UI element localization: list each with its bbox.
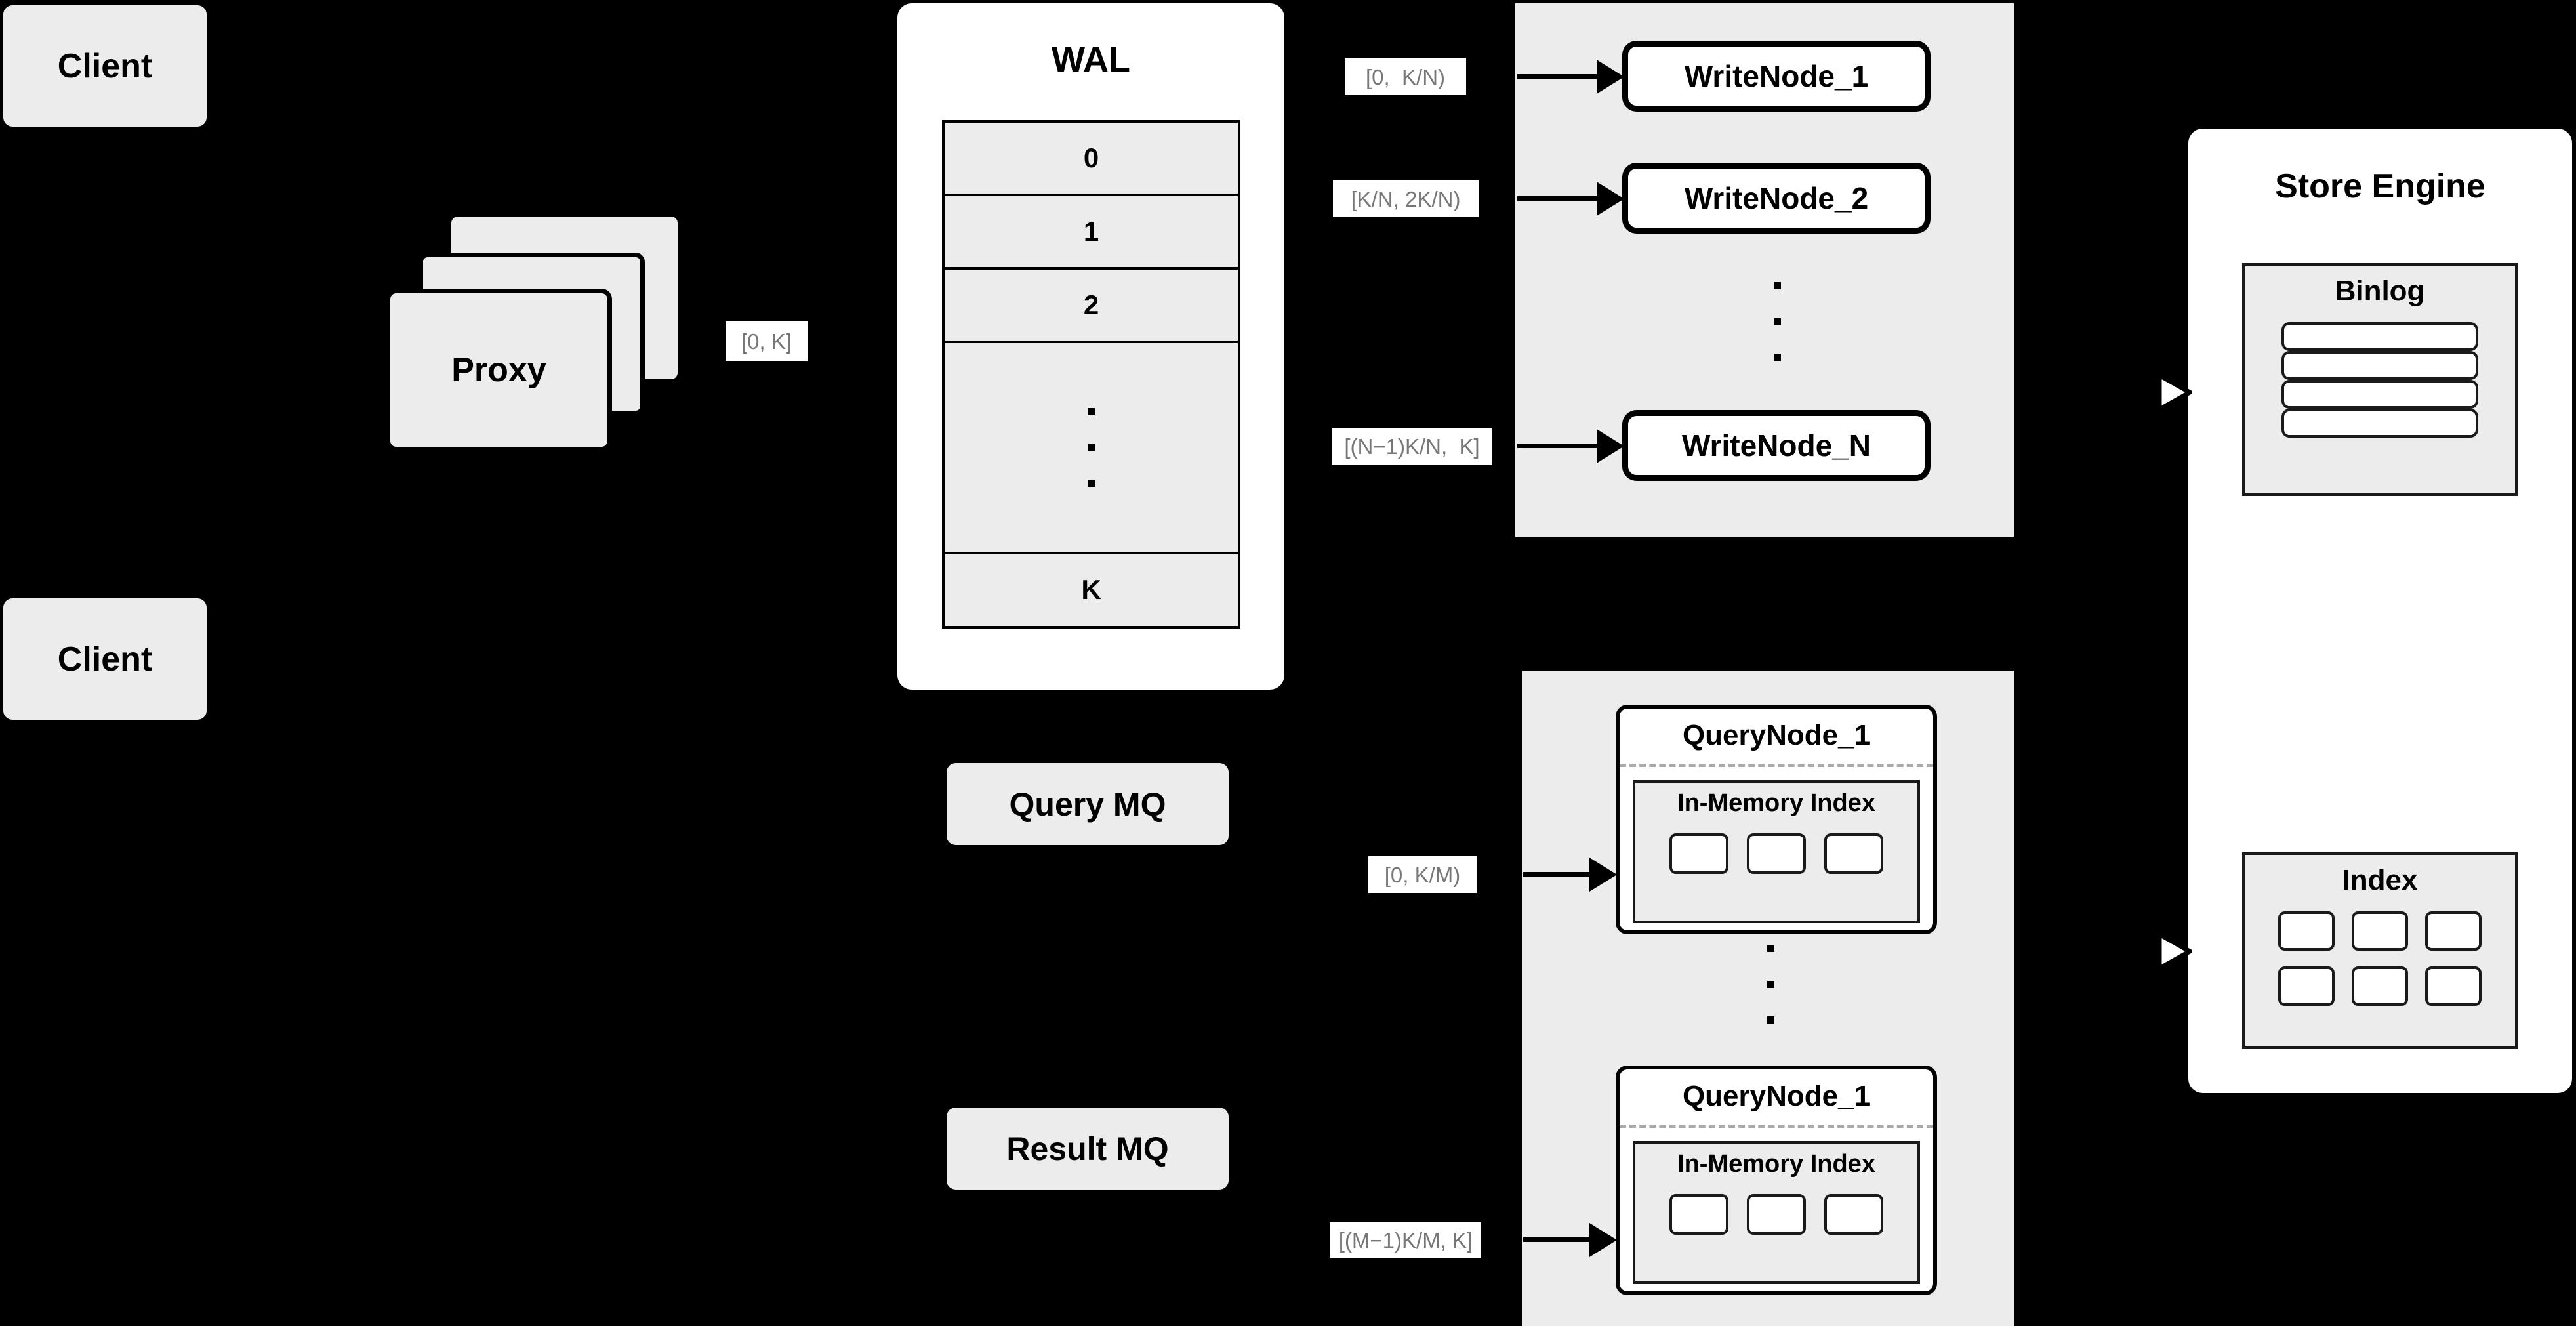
binlog-row[interactable] [2281,351,2478,380]
wal-row-label: 2 [1083,289,1099,320]
binlog-title: Binlog [2335,275,2425,307]
binlog-row[interactable] [2281,409,2478,438]
write-node-ellipsis-icon [1772,282,1782,361]
write-node-1-arrow-line [1517,74,1599,79]
client-label-2: Client [57,640,153,678]
query-node-1[interactable]: QueryNode_1 In-Memory Index [1616,705,1937,934]
wal-row-label: 1 [1083,216,1099,247]
write-node-n-arrow-head [1597,429,1624,463]
store-engine-container: Store Engine Binlog Index [2188,129,2572,1093]
proxy-range-label: [0, K] [726,321,808,361]
wal-row-label: 0 [1083,142,1099,173]
index-cell[interactable] [2425,966,2482,1006]
index-arrow-line [2123,949,2160,953]
wal-row[interactable]: 1 [945,196,1238,270]
index-slot[interactable] [1824,833,1883,874]
index-slot[interactable] [1824,1194,1883,1235]
query-node-1-arrow-head [1589,858,1617,892]
binlog-arrow-head-open-icon [2157,373,2192,412]
write-node-2[interactable]: WriteNode_2 [1622,163,1931,234]
query-node-1-divider [1620,764,1933,767]
write-node-n-range-label: [(N−1)K/N, K] [1332,428,1492,465]
write-node-1-arrow-head [1597,60,1624,94]
wal-table: 0 1 2 K [942,120,1240,629]
client-label-1: Client [57,47,153,85]
query-node-1-label: QueryNode_1 [1682,719,1871,751]
query-node-2-range-text: [(M−1)K/M, K] [1338,1228,1473,1253]
index-slot[interactable] [1669,833,1728,874]
index-slot[interactable] [1747,1194,1806,1235]
write-node-n-arrow-line [1517,444,1599,448]
write-node-2-range-text: [K/N, 2K/N) [1351,186,1461,211]
write-node-2-range-label: [K/N, 2K/N) [1333,180,1479,217]
index-cell[interactable] [2425,911,2482,951]
index-slot[interactable] [1669,1194,1728,1235]
query-node-1-memory-index: In-Memory Index [1633,780,1920,923]
client-box-2[interactable]: Client [3,598,207,720]
query-node-2-arrow-head [1589,1223,1617,1257]
proxy-card-front[interactable]: Proxy [386,289,612,451]
index-slot[interactable] [1747,833,1806,874]
wal-row-label: K [1081,573,1101,605]
write-node-n-range-text: [(N−1)K/N, K] [1344,434,1480,459]
proxy-range-text: [0, K] [741,329,792,354]
store-engine-title: Store Engine [2275,167,2485,205]
index-arrow-head-open-icon [2157,932,2192,971]
index-title: Index [2342,864,2418,896]
wal-row[interactable]: K [945,554,1238,625]
wal-container: WAL 0 1 2 K [897,3,1284,690]
query-mq-label: Query MQ [1009,785,1166,823]
wal-row-ellipsis [945,343,1238,554]
result-mq-label: Result MQ [1006,1130,1169,1167]
query-node-1-arrow-line [1523,872,1592,877]
query-node-1-range-text: [0, K/M) [1384,862,1461,887]
query-node-2-memory-index-title: In-Memory Index [1677,1150,1875,1178]
wal-title: WAL [1052,40,1130,79]
write-node-2-label: WriteNode_2 [1684,181,1869,215]
binlog-panel: Binlog [2242,263,2518,496]
query-node-2-arrow-line [1523,1237,1592,1242]
binlog-row[interactable] [2281,322,2478,351]
query-node-1-range-label: [0, K/M) [1368,856,1477,893]
query-node-2-memory-index: In-Memory Index [1633,1141,1920,1284]
index-cell[interactable] [2352,966,2408,1006]
write-node-n[interactable]: WriteNode_N [1622,410,1931,481]
write-node-2-arrow-line [1517,196,1599,201]
query-mq-box[interactable]: Query MQ [947,763,1229,845]
query-node-2-divider [1620,1125,1933,1128]
write-node-n-label: WriteNode_N [1682,428,1871,463]
write-node-2-arrow-head [1597,182,1624,216]
query-node-2-label: QueryNode_1 [1682,1080,1871,1112]
write-node-1-range-text: [0, K/N) [1365,64,1446,89]
query-node-1-memory-index-title: In-Memory Index [1677,789,1875,817]
index-panel: Index [2242,852,2518,1049]
client-box-1[interactable]: Client [3,5,207,127]
query-node-2[interactable]: QueryNode_1 In-Memory Index [1616,1066,1937,1295]
write-node-1-range-label: [0, K/N) [1345,58,1466,95]
index-cell[interactable] [2278,966,2335,1006]
vertical-ellipsis-icon [1088,408,1095,487]
wal-row[interactable]: 0 [945,123,1238,196]
binlog-row[interactable] [2281,380,2478,409]
query-node-ellipsis-icon [1766,945,1775,1024]
write-node-1[interactable]: WriteNode_1 [1622,41,1931,112]
index-cell[interactable] [2352,911,2408,951]
write-node-1-label: WriteNode_1 [1684,59,1869,93]
proxy-label: Proxy [451,351,546,389]
index-cell[interactable] [2278,911,2335,951]
binlog-arrow-line [2123,390,2160,394]
result-mq-box[interactable]: Result MQ [947,1108,1229,1190]
wal-row[interactable]: 2 [945,270,1238,343]
query-node-2-range-label: [(M−1)K/M, K] [1330,1222,1481,1258]
